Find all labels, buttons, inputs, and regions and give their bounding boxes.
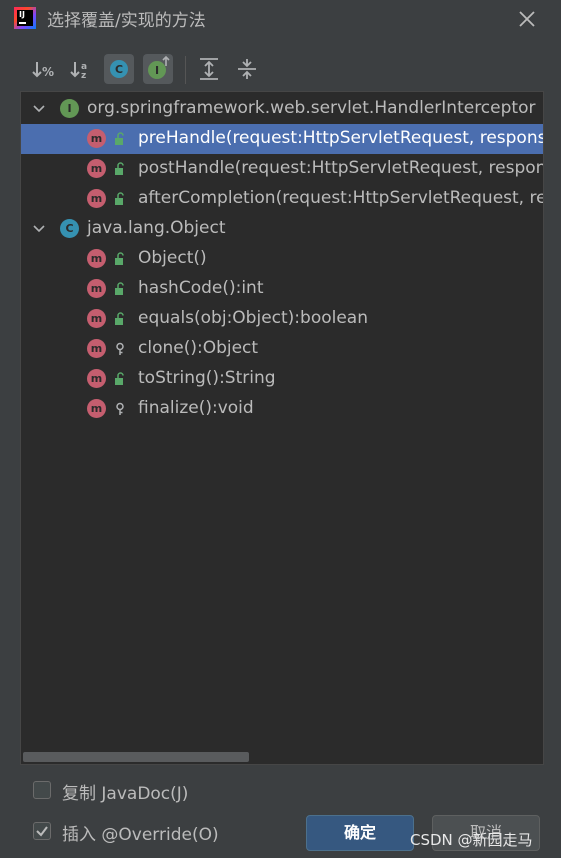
method-label: preHandle(request:HttpServletRequest, re… <box>138 128 544 148</box>
svg-text:z: z <box>81 71 86 81</box>
public-lock-icon <box>115 252 124 265</box>
intellij-app-icon: IJ <box>14 7 36 29</box>
method-label: finalize():void <box>138 398 254 418</box>
chevron-down-icon[interactable] <box>31 222 47 236</box>
method-label: hashCode():int <box>138 278 264 298</box>
method-label: toString():String <box>138 368 276 388</box>
group-label: org.springframework.web.servlet.HandlerI… <box>87 98 536 118</box>
title-bar: IJ 选择覆盖/实现的方法 <box>0 0 561 38</box>
method-badge-icon: m <box>87 249 106 268</box>
method-row-hashcode[interactable]: m hashCode():int <box>21 274 543 304</box>
class-badge-icon: C <box>60 219 79 238</box>
public-lock-icon <box>115 282 124 295</box>
method-row-object-ctor[interactable]: m Object() <box>21 244 543 274</box>
sort-visibility-icon: % <box>32 62 54 79</box>
svg-text:C: C <box>115 63 123 76</box>
collapse-all-icon <box>238 59 256 79</box>
public-lock-icon <box>115 162 124 175</box>
cancel-button[interactable]: 取消 <box>432 815 540 851</box>
method-badge-icon: m <box>87 279 106 298</box>
protected-key-icon <box>116 402 124 415</box>
class-c-icon: C <box>110 60 128 78</box>
insert-override-checkbox[interactable] <box>33 822 51 840</box>
svg-text:a: a <box>81 62 87 72</box>
close-icon <box>519 11 535 27</box>
method-badge-icon: m <box>87 339 106 358</box>
svg-text:%: % <box>42 65 54 79</box>
method-badge-icon: m <box>87 369 106 388</box>
tree-group-java-lang-object[interactable]: C java.lang.Object <box>21 214 543 244</box>
watermark-text: CSDN @新园走马 <box>410 831 533 849</box>
public-lock-icon <box>115 312 124 325</box>
method-row-clone[interactable]: m clone():Object <box>21 334 543 364</box>
toolbar-separator <box>185 56 186 84</box>
copy-javadoc-label: 复制 JavaDoc(J) <box>62 784 189 804</box>
method-row-aftercompletion[interactable]: m afterCompletion(request:HttpServletReq… <box>21 184 543 214</box>
interface-i-icon: I <box>148 55 170 79</box>
sort-alpha-icon: a z <box>70 62 87 81</box>
method-badge-icon: m <box>87 129 106 148</box>
horizontal-scrollbar[interactable] <box>23 752 249 762</box>
method-row-equals[interactable]: m equals(obj:Object):boolean <box>21 304 543 334</box>
dialog-title: 选择覆盖/实现的方法 <box>47 11 206 31</box>
group-label: java.lang.Object <box>87 218 226 238</box>
method-label: postHandle(request:HttpServletRequest, r… <box>138 158 544 178</box>
sort-by-visibility-button[interactable]: % <box>28 54 58 84</box>
expand-all-button[interactable] <box>194 54 224 84</box>
method-row-tostring[interactable]: m toString():String <box>21 364 543 394</box>
method-label: equals(obj:Object):boolean <box>138 308 368 328</box>
public-lock-icon <box>115 132 124 145</box>
sort-alphabetically-button[interactable]: a z <box>66 54 96 84</box>
protected-key-icon <box>116 342 124 355</box>
method-row-prehandle[interactable]: m preHandle(request:HttpServletRequest, … <box>21 124 544 154</box>
method-row-finalize[interactable]: m finalize():void <box>21 394 543 424</box>
method-badge-icon: m <box>87 159 106 178</box>
interface-badge-icon: I <box>60 99 79 118</box>
group-by-class-button[interactable]: C <box>104 54 134 84</box>
ok-button[interactable]: 确定 <box>306 815 414 851</box>
method-badge-icon: m <box>87 399 106 418</box>
show-interfaces-button[interactable]: I <box>143 54 173 84</box>
method-badge-icon: m <box>87 309 106 328</box>
insert-override-label: 插入 @Override(O) <box>62 825 219 845</box>
svg-text:I: I <box>155 64 159 77</box>
method-badge-icon: m <box>87 189 106 208</box>
public-lock-icon <box>115 192 124 205</box>
method-label: afterCompletion(request:HttpServletReque… <box>138 188 543 208</box>
method-tree[interactable]: I org.springframework.web.servlet.Handle… <box>20 91 544 765</box>
expand-all-icon <box>200 58 218 80</box>
method-row-posthandle[interactable]: m postHandle(request:HttpServletRequest,… <box>21 154 544 184</box>
method-label: Object() <box>138 248 207 268</box>
checkmark-icon <box>36 826 48 837</box>
public-lock-icon <box>115 372 124 385</box>
method-label: clone():Object <box>138 338 259 358</box>
close-button[interactable] <box>514 6 540 32</box>
collapse-all-button[interactable] <box>232 54 262 84</box>
copy-javadoc-checkbox[interactable] <box>33 781 51 799</box>
chevron-down-icon[interactable] <box>31 102 47 116</box>
tree-group-handler-interceptor[interactable]: I org.springframework.web.servlet.Handle… <box>21 94 543 124</box>
